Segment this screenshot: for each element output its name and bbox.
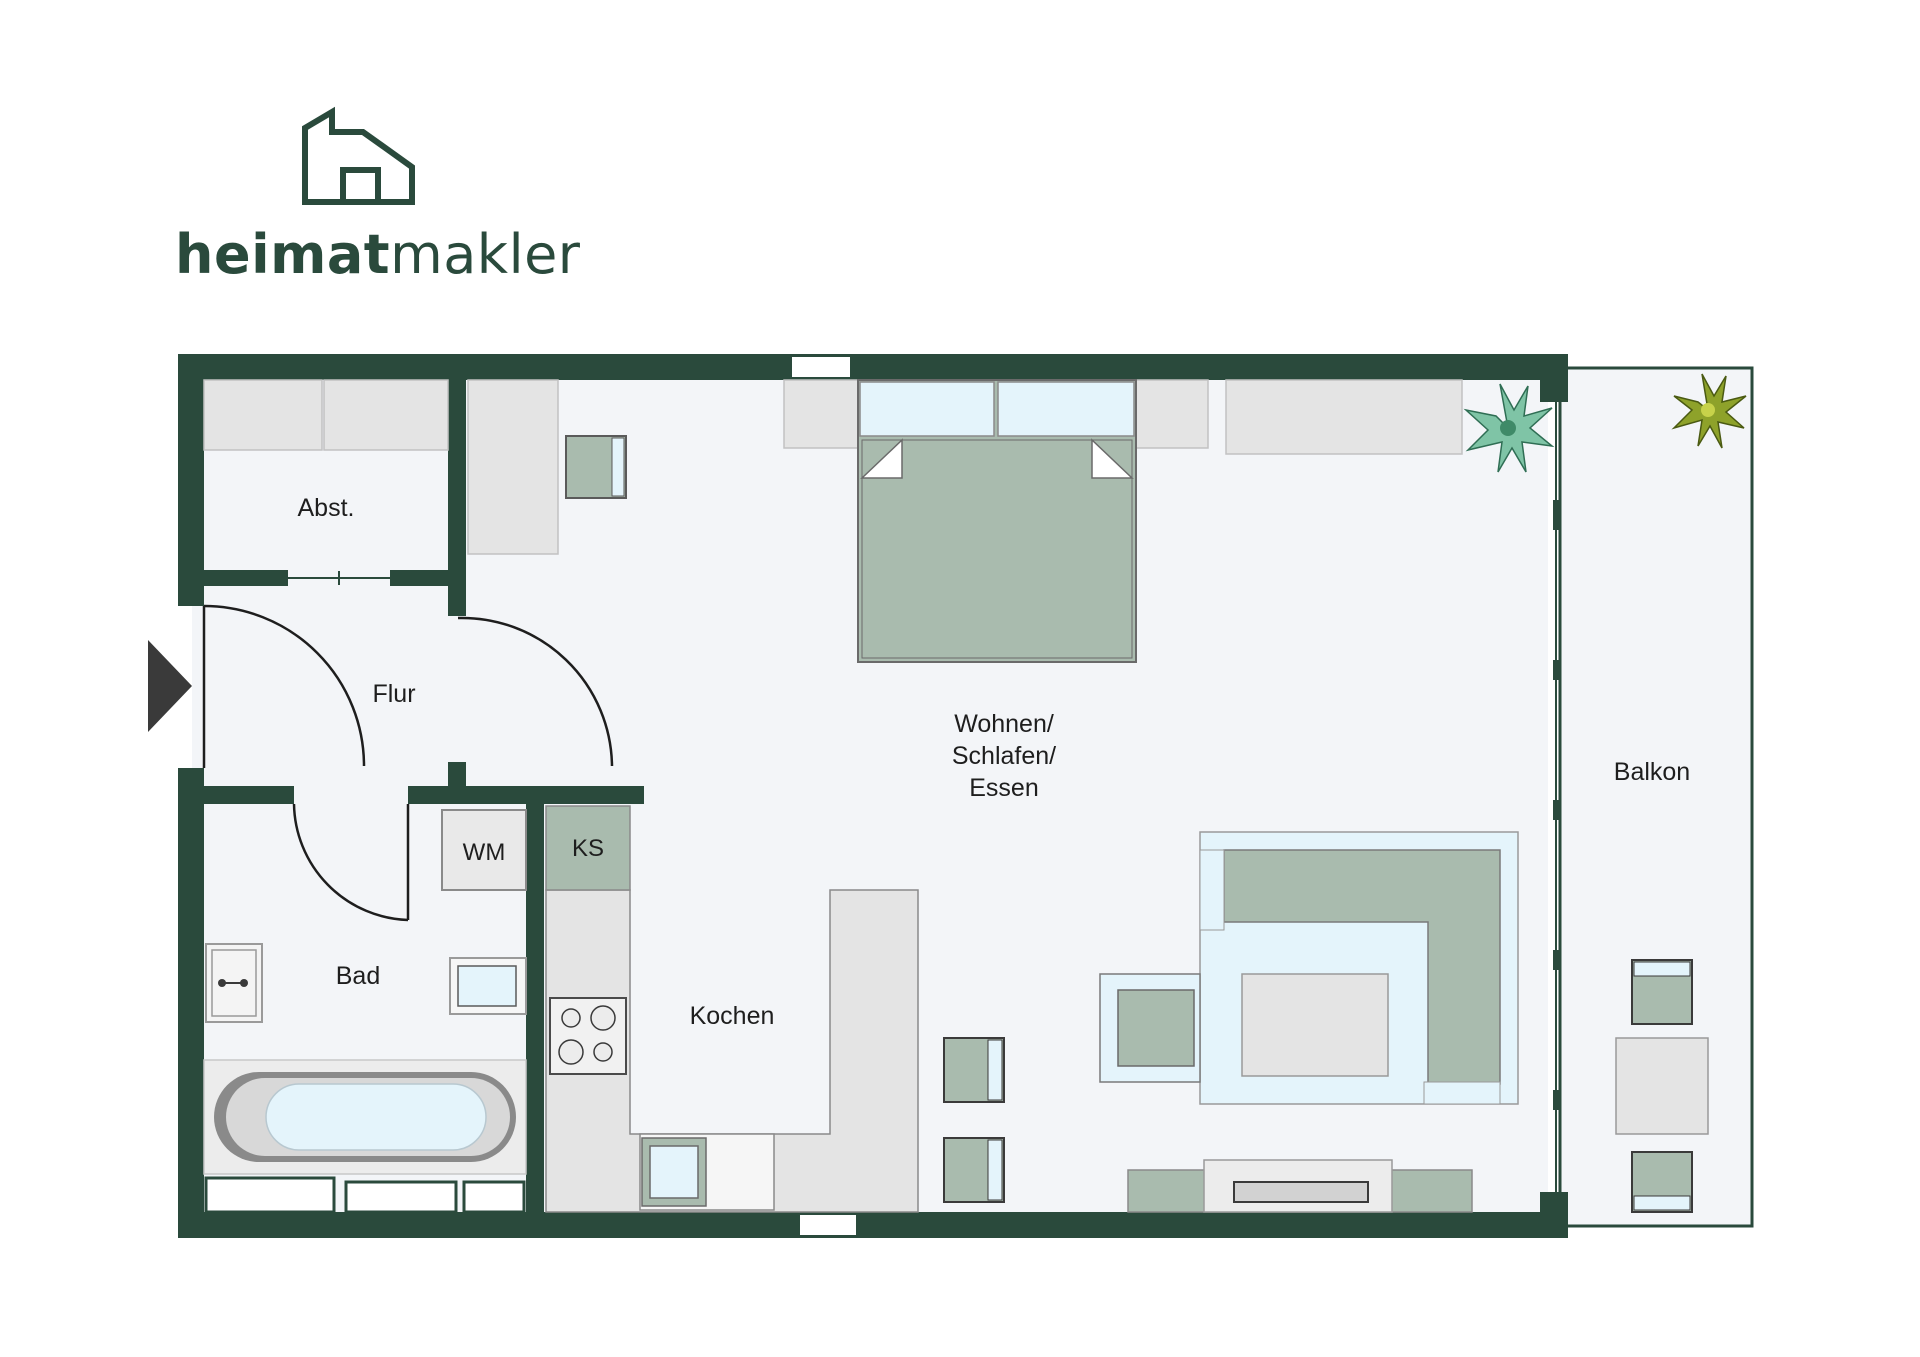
room-label-kochen: Kochen	[690, 1002, 775, 1030]
balcony-chair-top	[1631, 959, 1693, 1025]
outer-walls	[178, 354, 1568, 1238]
brand-name-bold: heimat	[175, 223, 390, 286]
living-wardrobe	[467, 379, 559, 555]
room-label-bad: Bad	[336, 962, 380, 990]
bathroom-toilet	[205, 943, 263, 1023]
balcony-chair-bottom	[1631, 1151, 1693, 1213]
living-chair-1	[943, 1037, 1005, 1103]
living-desk-chair	[565, 435, 627, 499]
living-chair-2	[943, 1137, 1005, 1203]
bathroom-cabinets	[204, 1176, 526, 1214]
svg-text:Essen: Essen	[969, 774, 1038, 802]
kitchen-sink	[639, 1133, 775, 1211]
room-label-flur: Flur	[372, 680, 415, 708]
entrance-arrow-icon	[148, 640, 192, 732]
interior-walls	[192, 378, 644, 1216]
bathroom-sink	[449, 957, 527, 1015]
living-sideboard	[1225, 379, 1463, 455]
svg-text:Schlafen/: Schlafen/	[952, 742, 1056, 770]
appliance-label-ks: KS	[572, 835, 604, 862]
brand-name: heimatmakler	[175, 223, 581, 286]
balcony-table	[1615, 1037, 1709, 1135]
window-bottom	[800, 1215, 856, 1235]
balcony-plant	[1671, 373, 1747, 449]
brand-name-light: makler	[390, 223, 581, 286]
living-coffee-table	[1241, 973, 1389, 1077]
window-top	[792, 357, 850, 377]
storage-shelves	[203, 379, 449, 451]
appliance-label-wm: WM	[463, 839, 506, 866]
room-label-wohnen: Wohnen/ Schlafen/ Essen	[952, 710, 1056, 802]
storage-sliding-door	[288, 571, 390, 585]
room-label-abst: Abst.	[298, 494, 355, 522]
bathroom-bathtub	[203, 1059, 527, 1175]
kitchen-fridge: KS	[545, 805, 631, 891]
living-armchair	[1099, 973, 1201, 1083]
house-outline-logo	[302, 106, 415, 205]
entrance-door	[202, 604, 614, 922]
kitchen-stove	[549, 997, 627, 1075]
plant-icon	[1463, 383, 1555, 473]
svg-text:Wohnen/: Wohnen/	[954, 710, 1054, 738]
bathroom-washing-machine: WM	[441, 809, 527, 891]
room-label-balkon: Balkon	[1614, 758, 1690, 786]
living-bed	[783, 379, 1209, 663]
living-media-unit	[1127, 1159, 1473, 1213]
